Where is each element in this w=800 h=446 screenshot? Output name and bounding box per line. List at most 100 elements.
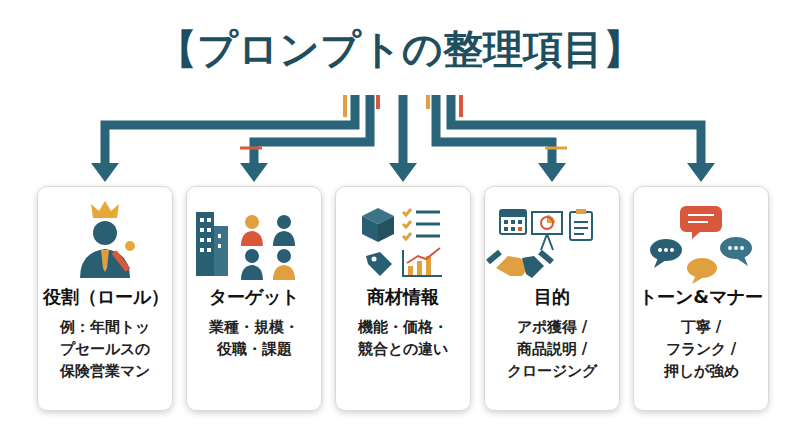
- goal-icon: [488, 209, 592, 278]
- tone-icon-part: [692, 275, 704, 284]
- top-salesperson-icon-part: [93, 221, 117, 245]
- tone-icon-part: [687, 258, 717, 278]
- tone-icon-part-part: [670, 248, 674, 252]
- arrow-heads: [91, 163, 715, 182]
- tone-icon-part-part: [740, 246, 744, 250]
- product-info-icon-part: [362, 216, 378, 242]
- target-icon-part: [273, 265, 295, 280]
- target-icon-part: [241, 231, 263, 246]
- target-icon-part: [277, 249, 291, 263]
- top-salesperson-icon-part: [114, 252, 128, 270]
- target-icon-part-part: [218, 234, 221, 238]
- target-icon-part-part: [200, 238, 204, 242]
- card-body: 例：年間トッ プセールスの 保険営業マン: [43, 317, 167, 382]
- goal-icon-part-part: [504, 220, 508, 224]
- product-info-icon-part: [407, 248, 440, 263]
- diagram-title: 【プロンプトの整理項目】: [0, 22, 800, 77]
- arrow-accents-part: [426, 95, 430, 109]
- tone-icon: [650, 206, 752, 284]
- card-heading: 目的: [490, 285, 614, 309]
- arrow-line: [254, 95, 370, 165]
- product-info-icon-part: [372, 257, 377, 262]
- product-info-icon-part-part: [416, 211, 440, 214]
- card-heading: ターゲット: [192, 285, 316, 309]
- product-info-icon-part-part: [403, 233, 411, 239]
- tone-icon-part: [736, 256, 748, 266]
- tone-icon-part-part: [664, 248, 668, 252]
- goal-icon-part: [500, 210, 526, 217]
- card-body: 丁寧 / フランク / 押しが強め: [651, 317, 751, 382]
- goal-icon-part: [504, 220, 522, 231]
- top-salesperson-icon-part: [125, 241, 135, 251]
- tone-icon-part: [650, 239, 682, 261]
- target-icon-part-part: [218, 244, 221, 248]
- category-card: ターゲット業種・規模・ 役職・課題: [186, 186, 322, 411]
- card-heading: トーン&マナー: [639, 285, 763, 309]
- product-info-icon-part-part: [403, 221, 411, 227]
- arrow-accents-part: [240, 147, 262, 150]
- goal-icon-part: [576, 209, 586, 214]
- card-body: 業種・規模・ 役職・課題: [192, 317, 316, 361]
- goal-icon-part-part: [511, 220, 515, 224]
- arrow-line: [399, 95, 408, 165]
- tone-icon-part: [658, 248, 674, 252]
- top-salesperson-icon-part: [80, 249, 130, 278]
- goal-icon-part: [518, 227, 522, 231]
- target-icon-part: [245, 215, 259, 229]
- goal-icon-part-part: [518, 220, 522, 224]
- product-info-icon-part: [366, 252, 392, 276]
- top-salesperson-icon: [80, 201, 135, 278]
- goal-icon-part: [574, 222, 588, 234]
- tone-icon-part: [720, 237, 752, 259]
- top-salesperson-icon-part: [91, 201, 119, 218]
- arrow-heads-part: [91, 163, 119, 182]
- product-info-icon: [362, 208, 442, 276]
- target-icon-part: [273, 231, 295, 246]
- target-icon-part-part: [207, 228, 211, 232]
- product-info-icon-part: [417, 261, 422, 275]
- product-info-icon-part-part: [416, 223, 440, 226]
- target-icon-part-part: [200, 248, 204, 252]
- tone-icon-part-part: [734, 246, 738, 250]
- target-icon-part: [277, 215, 291, 229]
- target-icon-part: [200, 218, 221, 252]
- arrow-heads-part: [240, 163, 268, 182]
- category-card: 商材情報機能・価格・ 競合との違い: [335, 186, 471, 411]
- card-heading: 商材情報: [341, 285, 465, 309]
- card-heading: 役割（ロール）: [43, 285, 167, 309]
- product-info-icon-part: [408, 266, 413, 275]
- target-icon-part: [196, 212, 214, 276]
- product-info-icon-part: [403, 209, 411, 239]
- arrow-accents-part: [459, 95, 463, 117]
- arrow-heads-part: [687, 163, 715, 182]
- category-card: 目的アポ獲得 / 商品説明 / クロージング: [484, 186, 620, 411]
- arrow-line: [105, 95, 355, 165]
- target-icon-part-part: [200, 228, 204, 232]
- goal-icon-part: [540, 252, 552, 262]
- target-icon-part-part: [207, 238, 211, 242]
- tone-icon-part: [680, 206, 722, 239]
- card-body: 機能・価格・ 競合との違い: [341, 317, 465, 361]
- goal-icon-part-part: [504, 227, 508, 231]
- tone-icon-part: [688, 215, 714, 222]
- goal-icon-part: [541, 217, 553, 229]
- arrow-accents-part: [545, 147, 567, 150]
- top-salesperson-icon-part: [101, 250, 109, 272]
- product-info-icon-part: [378, 216, 394, 242]
- tone-icon-part: [728, 246, 744, 250]
- goal-icon-part: [488, 252, 500, 262]
- target-icon-part-part: [207, 218, 211, 222]
- arrow-heads-part: [389, 163, 417, 182]
- goal-icon-part: [522, 256, 544, 278]
- target-icon-part: [245, 249, 259, 263]
- branch-arrows: [105, 95, 701, 165]
- tone-icon-part-part: [658, 248, 662, 252]
- tone-icon-part: [654, 258, 666, 268]
- arrow-accents-part: [376, 95, 380, 109]
- arrow-accents-part: [343, 95, 347, 117]
- product-info-icon-part-part: [416, 235, 440, 238]
- card-body: アポ獲得 / 商品説明 / クロージング: [490, 317, 614, 382]
- target-icon-part: [241, 265, 263, 280]
- target-icon-part: [214, 226, 228, 276]
